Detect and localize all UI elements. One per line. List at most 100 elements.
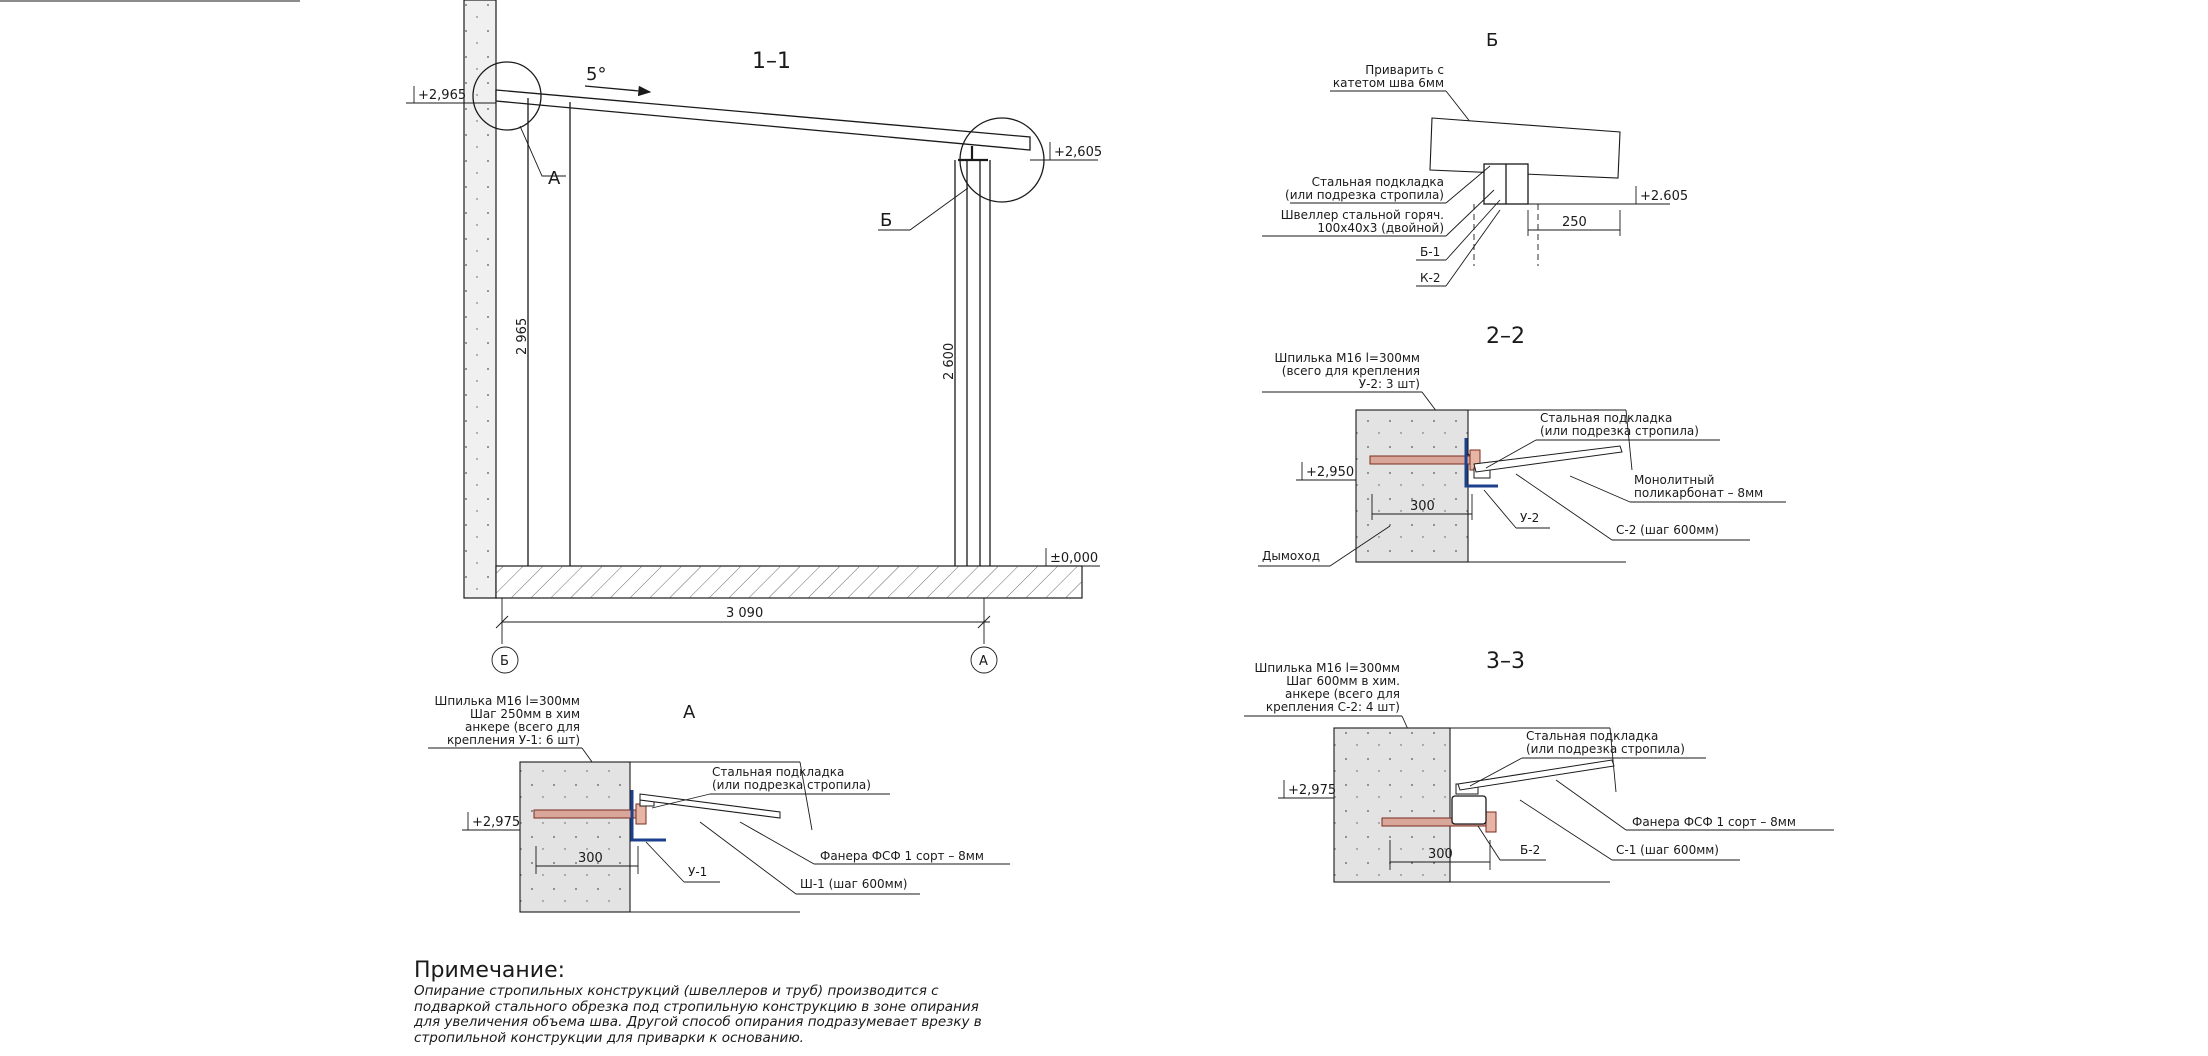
section-2-2-pad-line-2: (или подрезка стропила) — [1540, 424, 1699, 438]
section-2-2-c2-label: С-2 (шаг 600мм) — [1616, 523, 1719, 537]
section-1-1-title: 1–1 — [752, 49, 791, 74]
detail-a-pad-line-1: Стальная подкладка — [712, 765, 844, 779]
section-2-2-title: 2–2 — [1486, 324, 1525, 349]
node-a-label: А — [548, 168, 561, 189]
section-2-2: 2–2 Шпилька М16 l=300мм (всего для крепл… — [1258, 324, 1786, 567]
section-3-3-break — [1609, 727, 1617, 793]
section-2-2-pad-line-1: Стальная подкладка — [1540, 411, 1672, 425]
section-3-3-b2-plate — [1451, 795, 1487, 825]
section-3-3-rafter — [1457, 759, 1615, 791]
node-a-leader — [519, 125, 566, 177]
detail-b-level-label: +2.605 — [1640, 189, 1688, 204]
detail-a: А Шпилька М16 l=300мм Шаг 250мм в хим ан… — [428, 694, 1010, 913]
node-b-leader — [878, 187, 969, 231]
section-3-3-b2-leader — [1477, 825, 1501, 861]
roof-beam — [495, 89, 1031, 151]
section-2-2-c2-leader — [1515, 473, 1613, 541]
slope-arrow — [584, 85, 652, 97]
detail-a-stud-line-1: Шпилька М16 l=300мм — [435, 694, 580, 708]
detail-b-b1-leader — [1445, 199, 1501, 261]
node-circle-a — [472, 61, 542, 131]
level-zero-label: ±0,000 — [1050, 551, 1098, 566]
slope-label: 5° — [586, 64, 606, 85]
level-left-label: +2,965 — [418, 88, 466, 103]
span-tick-left — [495, 615, 509, 629]
section-3-3-title: 3–3 — [1486, 649, 1525, 674]
note-title: Примечание: — [414, 958, 566, 983]
detail-a-u1-label: У-1 — [688, 865, 707, 879]
span-label: 3 090 — [726, 606, 763, 621]
height-right-label: 2 600 — [942, 343, 957, 380]
wall-texture — [464, 0, 496, 598]
section-2-2-stud-line-3: У-2: 3 шт) — [1359, 377, 1420, 391]
detail-a-wall-texture — [520, 762, 630, 912]
section-2-2-poly-line-1: Монолитный — [1634, 473, 1714, 487]
detail-b-channel-line-2: 100х40х3 (двойной) — [1317, 221, 1444, 235]
section-3-3-pad-line-2: (или подрезка стропила) — [1526, 742, 1685, 756]
detail-b-weld-line-2: катетом шва 6мм — [1333, 76, 1444, 90]
section-3-3-b2-label: Б-2 — [1520, 843, 1540, 857]
axis-left-label: Б — [500, 654, 509, 669]
section-2-2-angle-u2 — [1464, 438, 1498, 488]
section-2-2-rafter — [1473, 445, 1623, 473]
detail-a-u1-leader — [645, 841, 685, 883]
section-2-2-chimney-leader — [1329, 525, 1391, 567]
detail-b-dim-label: 250 — [1562, 215, 1587, 230]
detail-a-level-label: +2,975 — [472, 815, 520, 830]
detail-a-stud-line-3: анкере (всего для — [465, 720, 580, 734]
section-2-2-chimney-label: Дымоход — [1262, 549, 1320, 563]
section-3-3-nut — [1485, 811, 1497, 833]
detail-b-channel-line-1: Швеллер стальной горяч. — [1281, 208, 1444, 222]
section-2-2-stud-line-1: Шпилька М16 l=300мм — [1275, 351, 1420, 365]
section-3-3-pad-line-1: Стальная подкладка — [1526, 729, 1658, 743]
detail-a-stud-line-4: крепления У-1: 6 шт) — [447, 733, 580, 747]
section-2-2-chimney-texture — [1356, 410, 1468, 562]
detail-b-pad-line-1: Стальная подкладка — [1312, 175, 1444, 189]
section-3-3-stud-line-2: Шаг 600мм в хим. — [1286, 674, 1400, 688]
section-3-3-pad-leader — [1469, 757, 1523, 787]
detail-a-break — [799, 761, 813, 831]
detail-b: Б Приварить с катетом шва 6мм Стальная п… — [1262, 30, 1688, 287]
section-3-3: 3–3 Шпилька М16 l=300мм Шаг 600мм в хим.… — [1244, 649, 1834, 883]
section-3-3-wall-texture — [1334, 728, 1450, 882]
note-line-2: подваркой стального обрезка под стропиль… — [414, 998, 979, 1015]
section-2-2-stud-line-2: (всего для крепления — [1282, 364, 1420, 378]
detail-a-plywood-label: Фанера ФСФ 1 сорт – 8мм — [820, 849, 984, 863]
axis-bubble-right — [970, 646, 998, 674]
section-3-3-plywood-leader — [1555, 779, 1627, 831]
span-tick-right — [977, 615, 991, 629]
detail-a-dim-label: 300 — [578, 851, 603, 866]
section-3-3-c1-leader — [1519, 799, 1613, 861]
floor-hatch — [496, 566, 1082, 598]
section-2-2-pad-leader — [1485, 439, 1537, 469]
detail-b-k2-label: К-2 — [1420, 271, 1440, 285]
detail-a-pad-leader — [651, 793, 711, 809]
section-2-2-u2-leader — [1483, 489, 1517, 529]
detail-a-stud-line-2: Шаг 250мм в хим — [470, 707, 580, 721]
detail-b-k2-leader — [1445, 209, 1501, 287]
detail-b-pad-line-2: (или подрезка стропила) — [1285, 188, 1444, 202]
height-left-label: 2 965 — [515, 318, 530, 355]
section-3-3-stud-line-4: крепления С-2: 4 шт) — [1266, 700, 1400, 714]
level-right-label: +2,605 — [1054, 145, 1102, 160]
node-b-label: Б — [880, 210, 892, 231]
detail-a-angle-u1 — [630, 790, 666, 842]
detail-a-nut — [635, 803, 647, 825]
section-1-1: 1–1 5° А Б +2,965 +2, — [406, 0, 1102, 674]
section-3-3-stud-line-3: анкере (всего для — [1285, 687, 1400, 701]
detail-b-pad-leader — [1445, 165, 1491, 204]
detail-a-pad-line-2: (или подрезка стропила) — [712, 778, 871, 792]
section-2-2-poly-leader — [1569, 475, 1631, 503]
detail-b-weld-line-1: Приварить с — [1365, 63, 1444, 77]
section-3-3-dim-label: 300 — [1428, 847, 1453, 862]
axis-bubble-left — [491, 646, 519, 674]
detail-b-b1-label: Б-1 — [1420, 245, 1440, 259]
section-2-2-poly-line-2: поликарбонат – 8мм — [1634, 486, 1763, 500]
detail-b-title: Б — [1486, 30, 1498, 51]
section-2-2-u2-label: У-2 — [1520, 511, 1539, 525]
note-line-3: для увеличения объема шва. Другой способ… — [414, 1014, 982, 1030]
detail-a-sh1-label: Ш-1 (шаг 600мм) — [800, 877, 907, 891]
detail-a-stud — [533, 809, 639, 819]
section-3-3-c1-label: С-1 (шаг 600мм) — [1616, 843, 1719, 857]
